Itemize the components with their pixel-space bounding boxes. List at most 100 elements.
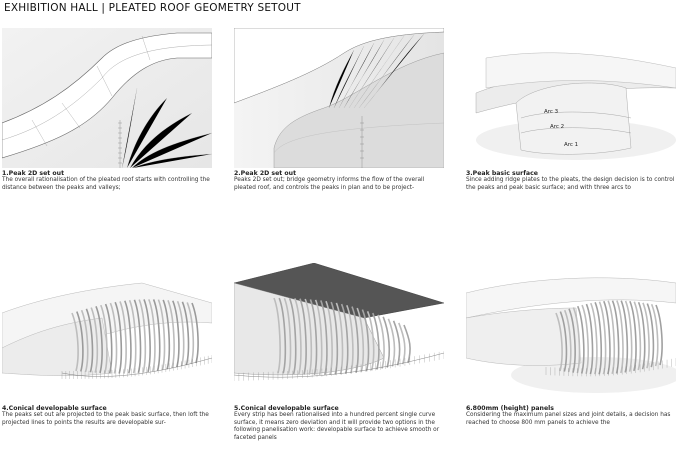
roof-strip [143,299,151,373]
panel-5-diagram [234,263,444,403]
panel-5: 5.Conical developable surface Every stri… [234,263,444,442]
roof-strip [581,304,589,375]
panel-5-text: Every strip has been rationalised into a… [234,412,440,441]
roof-strip [377,314,385,369]
roof-strip [392,320,401,366]
panel-3: Arc 3 Arc 2 Arc 1 3.Peak basic surface S… [466,28,676,192]
roof-strip [109,302,118,374]
panel-2-text: Peaks 2D set out; bridge geometry inform… [234,177,425,191]
panel-6-diagram [466,263,676,403]
roof-strip [616,300,624,374]
roof-strip [620,300,629,373]
roof-strip [162,299,171,370]
panel-3-title: 3.Peak basic surface [466,170,538,177]
roof-strip [314,299,323,376]
roof-strip [181,301,190,366]
panel-5-ticks [234,351,444,381]
roof-strip [555,312,563,372]
roof-strip [124,300,132,374]
roof-strip [80,309,89,373]
roof-strip [372,312,380,370]
roof-strip [104,303,113,374]
roof-strip [95,306,103,374]
roof-strip [304,298,313,375]
roof-strip [119,301,127,374]
panel-1-diagram [2,28,212,168]
panel-4-title: 4.Conical developable surface [2,405,107,412]
roof-strip [157,299,166,371]
roof-strip [191,302,199,364]
panel-4-text: The peaks set out are projected to the p… [2,412,209,426]
roof-strip [356,307,365,373]
roof-strip [294,298,302,375]
roof-strip [594,302,603,375]
roof-strip [90,307,99,373]
roof-strip [288,297,297,375]
panel-2-diagram [234,28,444,168]
page-title: EXHIBITION HALL | PLEATED ROOF GEOMETRY … [4,2,301,14]
roof-strip [629,300,637,372]
roof-strip [330,301,339,375]
roof-strip [576,305,585,374]
arc-3-label: Arc 3 [544,109,559,115]
roof-strip [382,316,391,368]
roof-strip [351,306,359,373]
roof-strip [71,312,79,372]
roof-strip [590,302,598,375]
roof-strip [572,307,581,374]
roof-strip [646,303,655,368]
panel-3-text: Since adding ridge plates to the pleats,… [466,177,675,191]
roof-strip [299,298,307,375]
roof-strip [366,310,375,371]
roof-strip [387,318,396,367]
roof-strip [133,299,142,374]
panel-3-diagram: Arc 3 Arc 2 Arc 1 [466,28,676,168]
roof-strip [559,311,568,372]
roof-strip [172,300,180,368]
panel-6-ticks [545,358,676,377]
roof-strip [655,304,663,366]
roof-strip [568,308,576,373]
roof-strip [340,303,349,374]
panel-2: 2.Peak 2D set out Peaks 2D set out; brid… [234,28,444,192]
panel-4-ticks [61,355,212,379]
panel-6: 6.800mm (height) panels Considering the … [466,263,676,427]
roof-strip [167,300,175,369]
roof-strip [624,300,633,372]
roof-strip [148,299,156,372]
panel-6-strips [555,300,663,375]
panel-6-title: 6.800mm (height) panels [466,405,554,412]
panel-1-title: 1.Peak 2D set out [2,170,65,177]
roof-strip [186,302,195,365]
arc-1-label: Arc 1 [564,142,578,148]
roof-strip [611,300,620,374]
roof-strip [346,304,354,374]
roof-strip [283,297,292,374]
roof-strip [361,309,370,372]
roof-strip [85,308,94,373]
panel-6-text: Considering the maximum panel sizes and … [466,412,671,426]
panel-5-strips [273,297,411,376]
roof-strip [633,301,642,371]
roof-strip [650,303,659,367]
roof-strip [585,303,594,375]
roof-strip [176,300,185,367]
panel-4-diagram [2,263,212,403]
panel-4: 4.Conical developable surface The peaks … [2,263,212,427]
roof-strip [138,299,147,373]
roof-strip [320,300,328,376]
roof-strip [76,311,84,372]
roof-strip [128,299,137,374]
panel-4-strips [71,299,199,374]
roof-strip [152,299,161,371]
roof-strip [403,324,411,364]
roof-strip [100,304,108,374]
roof-strip [637,301,646,370]
roof-strip [398,322,406,365]
panel-5-title: 5.Conical developable surface [234,405,339,412]
roof-strip [309,299,318,376]
arc-2-label: Arc 2 [550,124,564,130]
roof-strip [642,302,650,369]
roof-strip [278,297,287,374]
roof-strip [114,301,123,374]
